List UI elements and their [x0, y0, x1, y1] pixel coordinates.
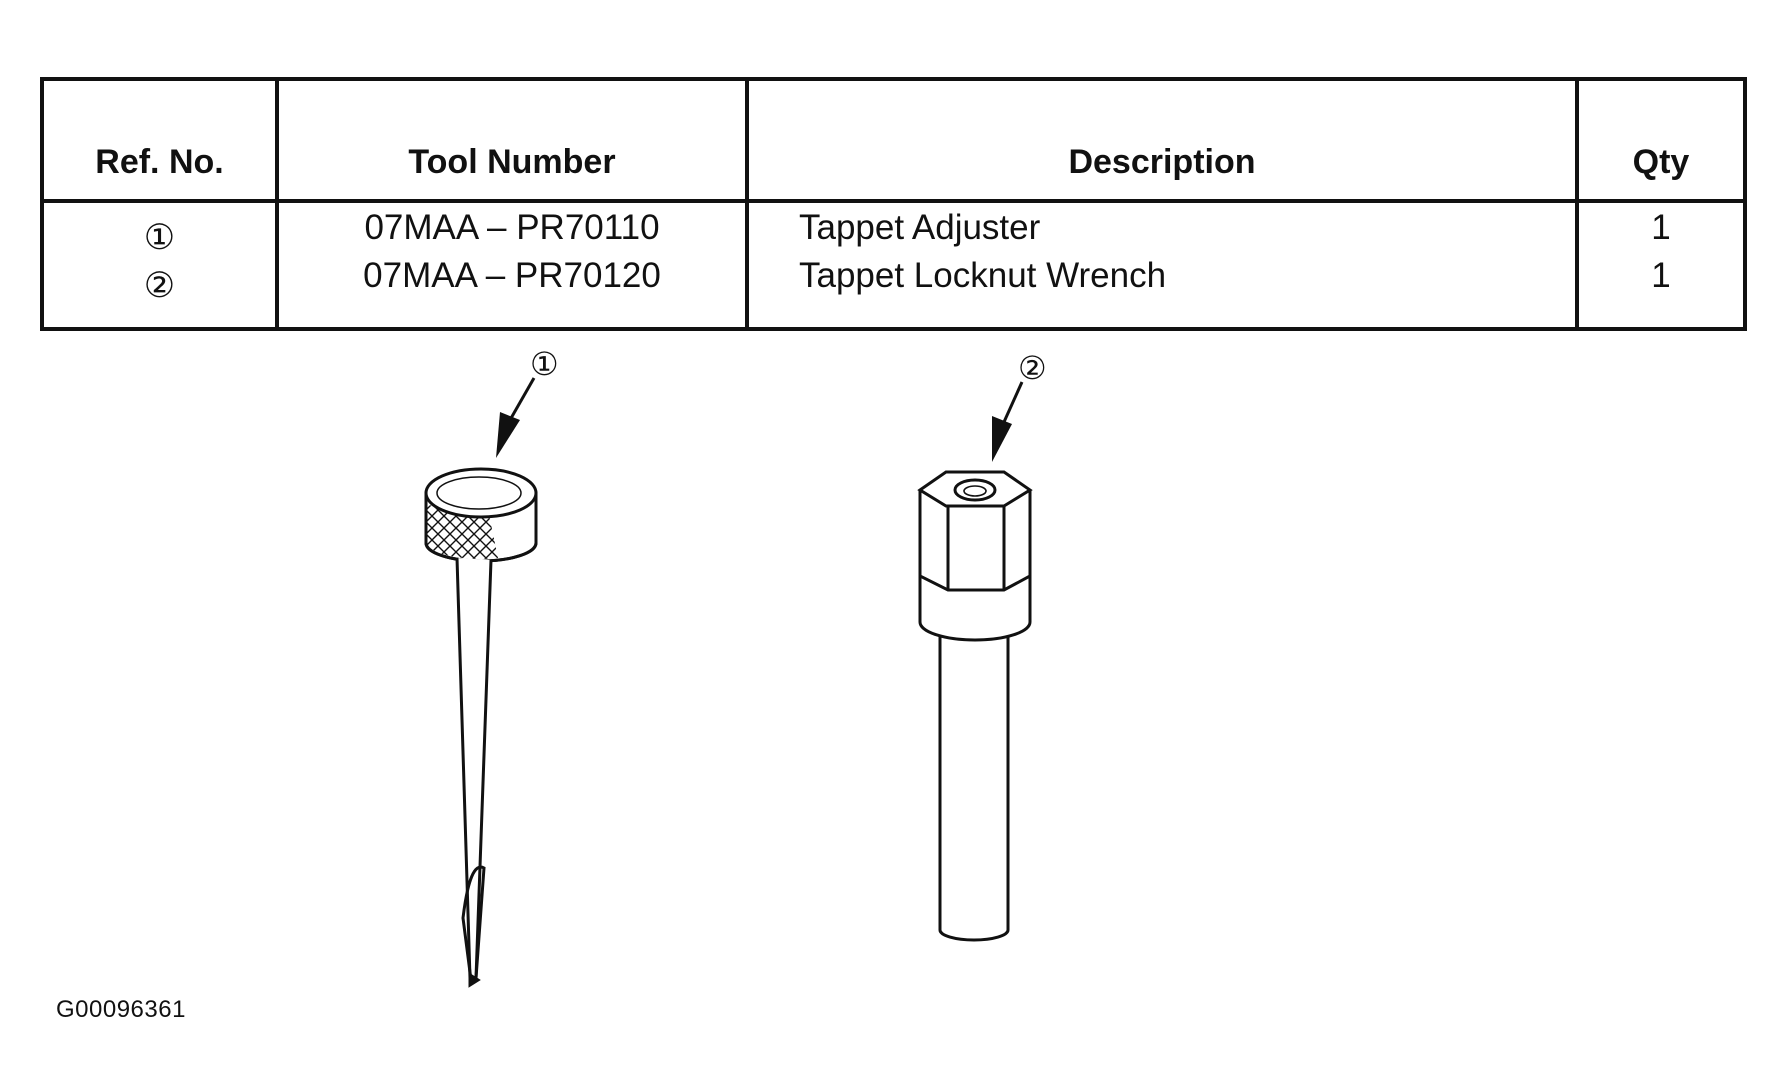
- table-row: ①: [44, 214, 275, 262]
- figure-id: G00096361: [56, 996, 186, 1023]
- tappet-adjuster-drawing: [424, 467, 538, 988]
- tool-description: Tappet Locknut Wrench: [799, 256, 1167, 295]
- header-tool-number: Tool Number: [408, 143, 616, 181]
- tool-number: 07MAA – PR70110: [364, 208, 660, 247]
- ref-number: ①: [143, 218, 176, 257]
- callout-arrow-2: [992, 381, 1024, 462]
- tool-qty: 1: [1651, 208, 1671, 247]
- tappet-locknut-wrench-drawing: [917, 470, 1033, 942]
- special-tools-table: Ref. No. Tool Number Description Qty ① 0…: [40, 77, 1747, 331]
- callout-label-1: ①: [530, 346, 559, 382]
- tool-number: 07MAA – PR70120: [363, 256, 661, 295]
- header-qty: Qty: [1632, 143, 1690, 181]
- tool-description: Tappet Adjuster: [799, 208, 1041, 247]
- table-row: ②: [44, 262, 275, 310]
- column-divider: [745, 81, 749, 327]
- callout-arrow-1: [496, 377, 536, 458]
- column-divider: [275, 81, 279, 327]
- tool-qty: 1: [1651, 256, 1671, 295]
- callout-label-2: ②: [1018, 350, 1047, 386]
- column-divider: [1575, 81, 1579, 327]
- ref-number: ②: [143, 266, 176, 305]
- header-description: Description: [1068, 143, 1256, 181]
- header-ref-no: Ref. No.: [95, 143, 224, 181]
- header-divider: [44, 199, 1743, 203]
